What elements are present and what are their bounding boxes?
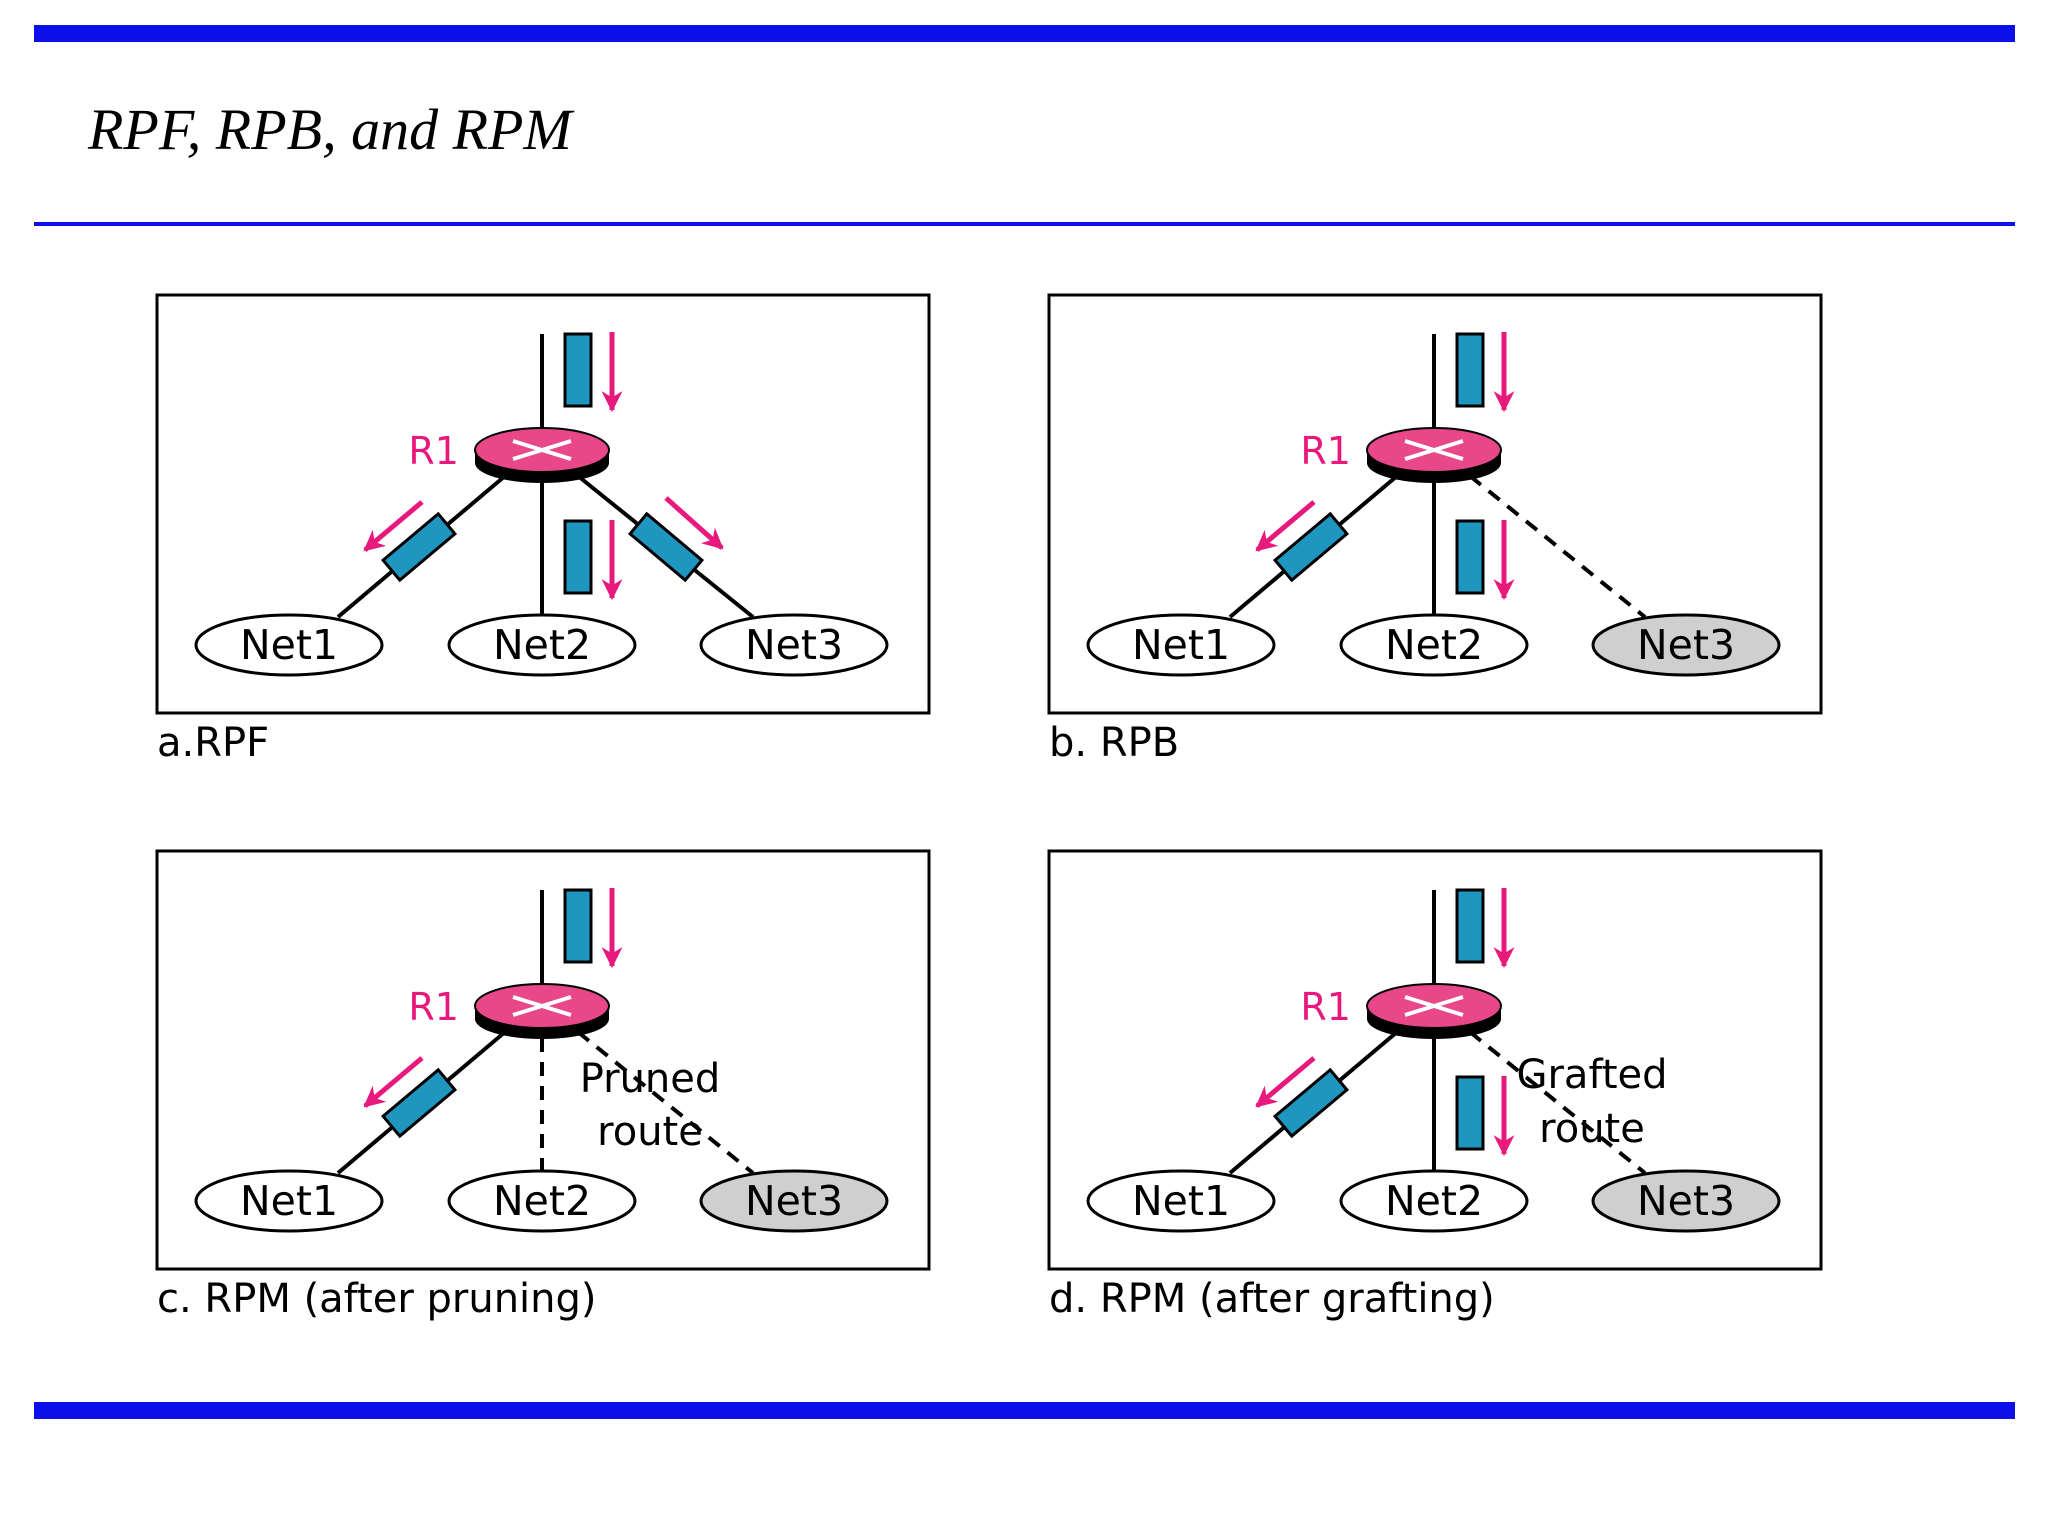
panel-caption: a.RPF bbox=[157, 720, 269, 766]
panel-caption: d. RPM (after grafting) bbox=[1049, 1276, 1495, 1322]
packet-to-net2 bbox=[1455, 519, 1485, 595]
router-r1 bbox=[474, 427, 610, 483]
incoming-packet bbox=[1455, 332, 1485, 408]
net1-label: Net1 bbox=[1132, 1177, 1230, 1225]
net3-ellipse bbox=[699, 1169, 889, 1233]
panel-b: Net1 Net2 Net3 R1 b. RPB bbox=[1047, 293, 1823, 766]
net2-ellipse bbox=[447, 613, 637, 677]
router-label: R1 bbox=[408, 429, 459, 473]
incoming-packet bbox=[563, 888, 593, 964]
panel-caption: b. RPB bbox=[1049, 720, 1179, 766]
route-note-line2: route bbox=[1539, 1106, 1645, 1152]
router-cross-b bbox=[1404, 439, 1464, 461]
route-note-line2: route bbox=[597, 1109, 703, 1155]
router-cross-b bbox=[512, 439, 572, 461]
header-rule bbox=[34, 222, 2015, 226]
net2-ellipse bbox=[447, 1169, 637, 1233]
arrow-to-net1 bbox=[1255, 500, 1316, 552]
packet-to-net1 bbox=[1272, 511, 1350, 583]
route-note-line1: Grafted bbox=[1516, 1052, 1667, 1098]
arrow-to-net1 bbox=[1255, 1056, 1316, 1108]
incoming-packet bbox=[563, 332, 593, 408]
net3-label: Net3 bbox=[1637, 621, 1735, 669]
net3-ellipse bbox=[1591, 1169, 1781, 1233]
top-rule bbox=[34, 25, 2015, 42]
net2-ellipse bbox=[1339, 613, 1529, 677]
router-label: R1 bbox=[1300, 985, 1351, 1029]
panel-a: Net1 Net2 Net3 R1 a.RPF bbox=[155, 293, 931, 766]
net2-label: Net2 bbox=[1385, 1177, 1483, 1225]
net1-ellipse bbox=[194, 613, 384, 677]
net1-label: Net1 bbox=[240, 1177, 338, 1225]
net1-ellipse bbox=[194, 1169, 384, 1233]
router-label: R1 bbox=[1300, 429, 1351, 473]
router-r1 bbox=[1366, 427, 1502, 483]
incoming-packet bbox=[1455, 888, 1485, 964]
net1-ellipse bbox=[1086, 613, 1276, 677]
net3-ellipse bbox=[1591, 613, 1781, 677]
net2-label: Net2 bbox=[493, 621, 591, 669]
packet-to-net1 bbox=[380, 511, 458, 583]
packet-to-net2 bbox=[1455, 1075, 1485, 1151]
net1-label: Net1 bbox=[240, 621, 338, 669]
arrow-to-net1 bbox=[363, 1056, 424, 1108]
link-net3 bbox=[1468, 474, 1647, 619]
packet-to-net2 bbox=[563, 519, 593, 595]
router-cross-b bbox=[512, 995, 572, 1017]
arrow-to-net1 bbox=[363, 500, 424, 552]
packet-to-net3 bbox=[627, 511, 705, 583]
net2-label: Net2 bbox=[1385, 621, 1483, 669]
net3-label: Net3 bbox=[745, 1177, 843, 1225]
router-r1 bbox=[474, 983, 610, 1039]
link-net3 bbox=[576, 1030, 755, 1175]
router-cross-b bbox=[1404, 995, 1464, 1017]
arrow-to-net3 bbox=[664, 496, 724, 550]
panel-caption: c. RPM (after pruning) bbox=[157, 1276, 597, 1322]
net1-label: Net1 bbox=[1132, 621, 1230, 669]
net3-label: Net3 bbox=[745, 621, 843, 669]
bottom-rule bbox=[34, 1402, 2015, 1419]
route-note-line1: Pruned bbox=[580, 1056, 721, 1102]
packet-to-net1 bbox=[380, 1067, 458, 1139]
link-net3 bbox=[1468, 1030, 1647, 1175]
net2-ellipse bbox=[1339, 1169, 1529, 1233]
net2-label: Net2 bbox=[493, 1177, 591, 1225]
packet-to-net1 bbox=[1272, 1067, 1350, 1139]
slide-title: RPF, RPB, and RPM bbox=[88, 97, 572, 162]
net3-ellipse bbox=[699, 613, 889, 677]
router-label: R1 bbox=[408, 985, 459, 1029]
net3-label: Net3 bbox=[1637, 1177, 1735, 1225]
router-r1 bbox=[1366, 983, 1502, 1039]
net1-ellipse bbox=[1086, 1169, 1276, 1233]
